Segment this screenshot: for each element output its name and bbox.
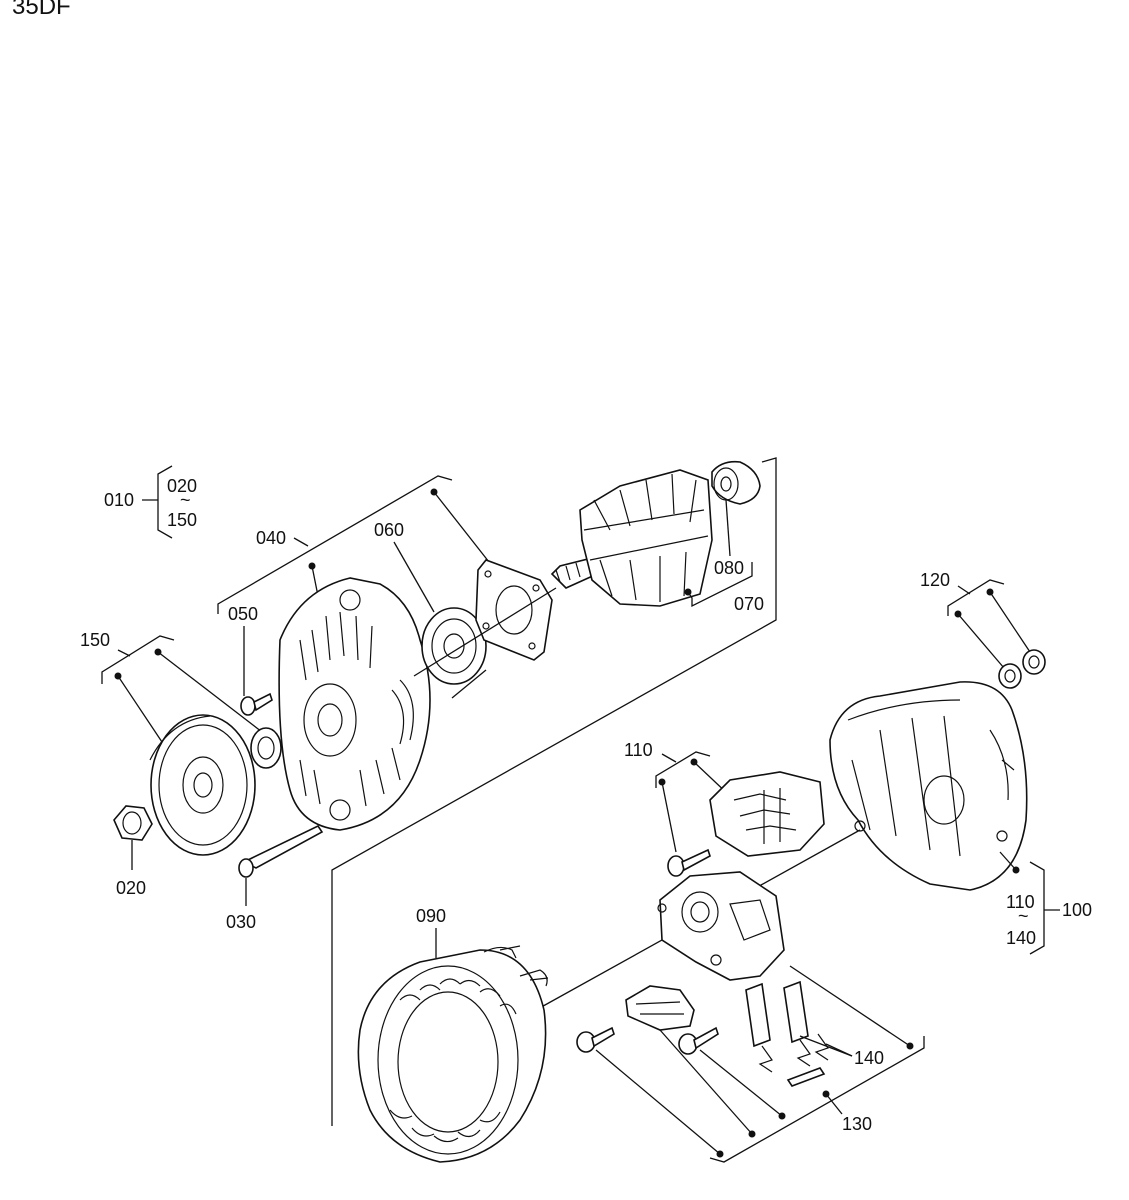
callout-100[interactable]: 110 ~ 140 100 <box>999 851 1092 955</box>
svg-text:140: 140 <box>854 1048 884 1068</box>
callout-040[interactable]: 040 <box>217 475 501 614</box>
stator-part <box>357 928 549 1163</box>
callout-150[interactable]: 150 <box>80 630 263 743</box>
svg-text:100: 100 <box>1062 900 1092 920</box>
brush-cover-part <box>625 985 695 1031</box>
bolt-030-part <box>238 824 324 906</box>
bearing-060-part <box>393 541 487 685</box>
svg-text:040: 040 <box>256 528 286 548</box>
screw-050-part <box>240 626 273 716</box>
nut-020-part <box>113 805 153 870</box>
brushes-part <box>745 980 829 1087</box>
callout-120[interactable]: 120 <box>920 570 1031 669</box>
rotor-part <box>550 469 713 607</box>
svg-text:020: 020 <box>167 476 197 496</box>
rear-housing-part <box>829 681 1028 891</box>
screws-lower-part <box>576 1026 719 1055</box>
svg-text:140: 140 <box>1006 928 1036 948</box>
callout-080[interactable]: 080 <box>714 558 744 578</box>
svg-text:~: ~ <box>180 490 191 510</box>
pulley-part <box>149 714 256 856</box>
svg-text:150: 150 <box>167 510 197 530</box>
callout-070[interactable]: 070 <box>687 562 764 614</box>
bearing-080-part <box>711 460 761 557</box>
svg-text:010: 010 <box>104 490 134 510</box>
svg-text:130: 130 <box>842 1114 872 1134</box>
callout-030[interactable]: 030 <box>226 912 256 932</box>
svg-text:070: 070 <box>734 594 764 614</box>
callout-010[interactable]: 010 020 ~ 150 <box>104 465 197 539</box>
callout-020[interactable]: 020 <box>116 878 146 898</box>
callout-130[interactable]: 130 <box>822 1090 873 1135</box>
screw-110-part <box>667 848 711 877</box>
callout-060[interactable]: 060 <box>374 520 404 540</box>
svg-text:110: 110 <box>1006 892 1035 912</box>
rectifier-part <box>657 871 785 981</box>
regulator-part <box>709 771 825 857</box>
spacer-ring-part <box>250 727 282 769</box>
svg-text:110: 110 <box>624 740 653 760</box>
svg-text:~: ~ <box>1018 906 1029 926</box>
callout-110[interactable]: 110 <box>624 740 731 853</box>
callout-140[interactable]: 140 <box>595 965 925 1163</box>
svg-text:150: 150 <box>80 630 110 650</box>
diagram-code: 35DF <box>12 0 71 20</box>
front-housing-part <box>278 577 431 831</box>
callout-090[interactable]: 090 <box>416 906 446 926</box>
retainer-plate-part <box>475 559 553 661</box>
nuts-120-part <box>998 649 1046 689</box>
svg-text:120: 120 <box>920 570 950 590</box>
callout-050[interactable]: 050 <box>228 604 258 624</box>
